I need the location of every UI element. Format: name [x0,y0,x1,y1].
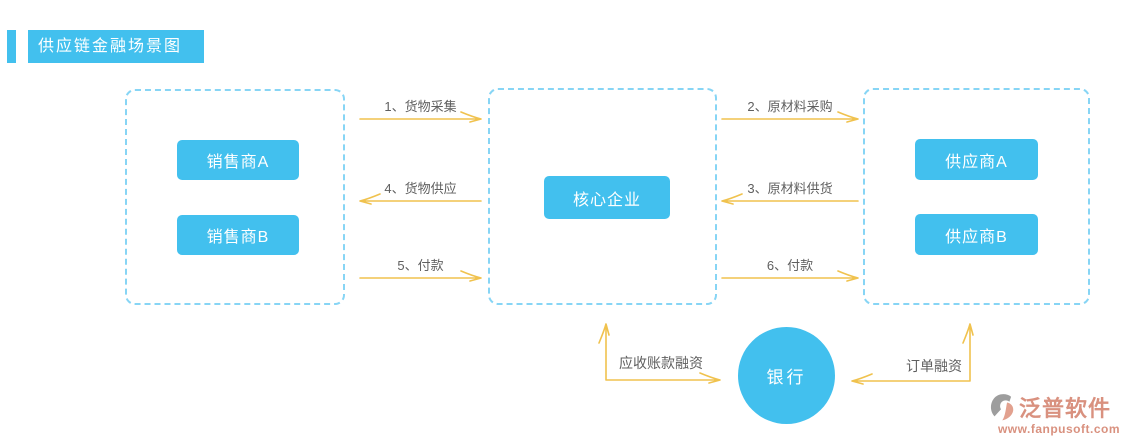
seller-a-button[interactable]: 销售商A [177,140,299,180]
flow-label-order-financing: 订单融资 [906,358,962,374]
flow-label-raw-material-purchase: 2、原材料采购 [747,99,833,114]
bank-node[interactable]: 银行 [738,327,835,424]
flow-label-goods-supply: 4、货物供应 [384,181,457,196]
vendor-logo-name: 泛普软件 [1019,396,1112,421]
flow-label-payment-left: 5、付款 [397,258,444,273]
supplier-b-button[interactable]: 供应商B [915,214,1038,255]
suppliers-group-box [863,88,1090,305]
page-title: 供应链金融场景图 [28,30,205,63]
supplier-a-button[interactable]: 供应商A [915,139,1038,180]
seller-b-button[interactable]: 销售商B [177,215,299,255]
vendor-logo: 泛普软件 www.fanpusoft.com [990,391,1120,436]
vendor-logo-icon [990,393,1014,420]
title-accent-bar [7,30,16,63]
core-enterprise-button[interactable]: 核心企业 [544,176,670,219]
flow-label-payment-right: 6、付款 [766,258,814,273]
vendor-logo-url: www.fanpusoft.com [997,422,1120,436]
flow-label-receivable-financing: 应收账款融资 [619,355,703,371]
flow-label-goods-collection: 1、货物采集 [384,99,457,114]
core-enterprise-group-box [488,88,717,305]
sellers-group-box [125,89,345,305]
flow-label-raw-material-supply: 3、原材料供货 [747,181,833,196]
